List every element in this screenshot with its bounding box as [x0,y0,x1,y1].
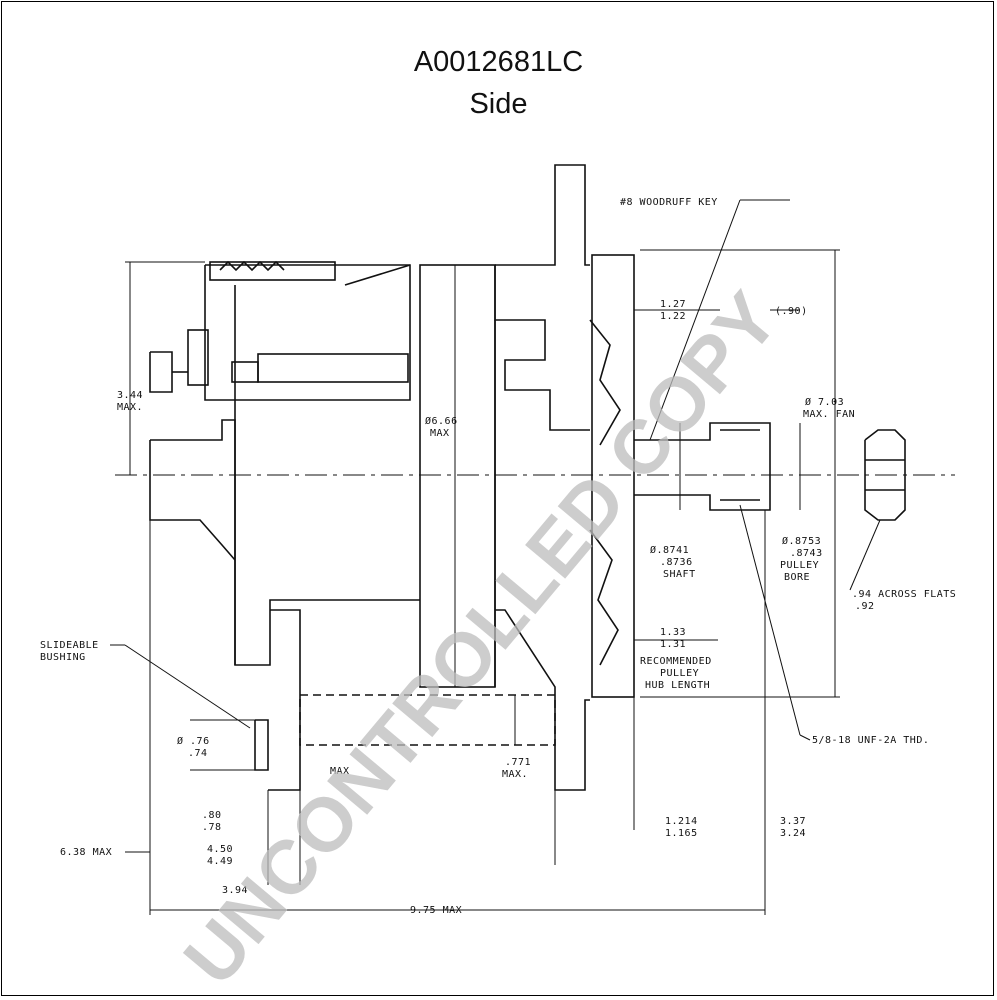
dim-394: 3.94 [222,885,248,896]
dim-3-44: 3.44 [117,390,143,401]
hub-label-1: RECOMMENDED [640,656,712,667]
dim-1-165: 1.165 [665,828,698,839]
bushing-label-2: BUSHING [40,652,86,663]
thread-label: 5/8-18 UNF-2A THD. [812,735,929,746]
dim-090: (.90) [775,306,808,317]
hub-dim-2: 1.31 [660,639,686,650]
dim-7-03-max: MAX. FAN [803,409,855,420]
part-number-title: A0012681LC [413,46,584,78]
dimension-labels: #8 WOODRUFF KEY 1.27 1.22 (.90) 3.44 MAX… [40,197,956,916]
flats-dim-2: .92 [855,601,875,612]
hub-label-3: HUB LENGTH [645,680,710,691]
dim-3-37: 3.37 [780,816,806,827]
dim-9-75: 9.75 MAX [410,905,462,916]
bore-dim-1: Ø.8753 [782,535,821,547]
dim-076: Ø .76 [177,735,210,747]
dim-1-22: 1.22 [660,311,686,322]
shaft-dim-1: Ø.8741 [650,544,689,556]
dim-1-214: 1.214 [665,816,698,827]
dimension-lines [110,199,881,915]
dim-6-66: Ø6.66 [425,415,458,427]
dim-7-03: Ø 7.03 [805,396,844,408]
dim-6-66-max: MAX [430,428,450,439]
bore-label-2: BORE [784,572,810,583]
dim-449: 4.49 [207,856,233,867]
view-title: Side [469,88,528,120]
shaft-dim-2: .8736 [660,557,693,568]
dim-450: 4.50 [207,844,233,855]
bore-label-1: PULLEY [780,560,819,571]
dim-638: 6.38 MAX [60,847,112,858]
dim-074: .74 [188,748,208,759]
lug-max-label: MAX [330,766,350,777]
dim-771: .771 [505,757,531,768]
alternator-outline [115,164,955,791]
hub-dim-1: 1.33 [660,627,686,638]
watermark-text: UNCONTROLLED COPY [168,277,795,1000]
dim-771-max: MAX. [502,769,528,780]
bore-dim-2: .8743 [790,548,823,559]
dim-3-44-max: MAX. [117,402,143,413]
shaft-label: SHAFT [663,569,696,580]
flats-dim-1: .94 ACROSS FLATS [852,589,956,600]
bushing-label-1: SLIDEABLE [40,640,99,651]
dim-1-27: 1.27 [660,299,686,310]
woodruff-key-label: #8 WOODRUFF KEY [620,197,718,208]
dim-080: .80 [202,810,222,821]
dim-3-24: 3.24 [780,828,806,839]
dim-078: .78 [202,822,222,833]
hub-label-2: PULLEY [660,668,699,679]
